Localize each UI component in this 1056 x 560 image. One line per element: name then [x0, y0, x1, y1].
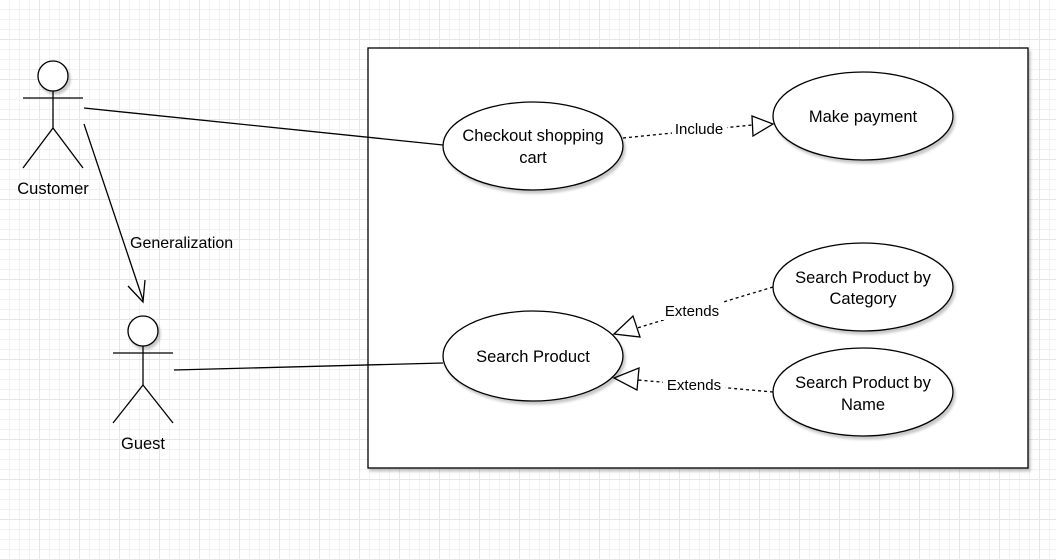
actor-customer-head	[37, 60, 69, 92]
actor-customer-right-leg	[52, 127, 84, 169]
edge-extends-category-arrowhead	[612, 314, 641, 338]
edge-generalization[interactable]: Generalization	[83, 123, 233, 304]
actor-guest-head	[127, 315, 159, 347]
edge-include-label-bg	[672, 119, 727, 138]
edge-include[interactable]: Include	[622, 115, 775, 139]
usecase-search-ellipse	[442, 310, 624, 402]
usecase-checkout-label-line2: cart	[519, 149, 547, 167]
actor-customer-left-leg	[22, 127, 54, 169]
usecase-search-by-name[interactable]: Search Product by Name	[772, 347, 954, 437]
usecase-search-by-category-label-line2: Category	[830, 290, 898, 308]
edge-include-arrowhead	[751, 115, 775, 138]
actor-customer[interactable]: Customer	[17, 60, 89, 198]
edge-include-line	[622, 124, 753, 139]
edge-extends-name[interactable]: Extends	[612, 367, 774, 394]
edge-extends-name-label-bg	[663, 375, 725, 394]
actor-customer-label: Customer	[17, 180, 89, 198]
actor-guest[interactable]: Guest	[112, 315, 174, 453]
usecase-checkout[interactable]: Checkout shopping cart	[442, 101, 624, 191]
actor-guest-right-leg	[142, 384, 174, 424]
edge-extends-category[interactable]: Extends	[612, 286, 774, 338]
usecase-search-by-category-label-line1: Search Product by	[795, 269, 931, 287]
actor-guest-left-leg	[112, 384, 144, 424]
usecase-search-by-category-ellipse	[772, 242, 954, 332]
edge-generalization-arrowhead	[127, 279, 146, 304]
edge-guest-search[interactable]	[173, 362, 444, 371]
usecase-checkout-ellipse	[442, 101, 624, 191]
usecase-search-by-name-label-line1: Search Product by	[795, 374, 931, 392]
usecase-checkout-label-line1: Checkout shopping	[462, 127, 603, 145]
usecase-payment[interactable]: Make payment	[772, 71, 954, 161]
usecase-search-by-name-label-line2: Name	[841, 396, 885, 414]
edge-include-label: Include	[675, 121, 723, 138]
usecase-search-label: Search Product	[476, 348, 590, 366]
usecase-search-by-name-ellipse	[772, 347, 954, 437]
usecase-search[interactable]: Search Product	[442, 310, 624, 402]
edge-extends-name-arrowhead	[612, 367, 640, 392]
usecase-search-by-category[interactable]: Search Product by Category	[772, 242, 954, 332]
edge-extends-category-label: Extends	[665, 303, 719, 320]
actor-guest-label: Guest	[121, 435, 165, 453]
edge-extends-name-label: Extends	[667, 377, 721, 394]
usecase-payment-label: Make payment	[809, 108, 918, 126]
edge-customer-checkout[interactable]	[83, 107, 444, 146]
edge-generalization-line	[83, 123, 144, 301]
usecase-payment-ellipse	[772, 71, 954, 161]
edge-generalization-label: Generalization	[130, 235, 233, 252]
edge-extends-category-label-bg	[660, 301, 724, 320]
